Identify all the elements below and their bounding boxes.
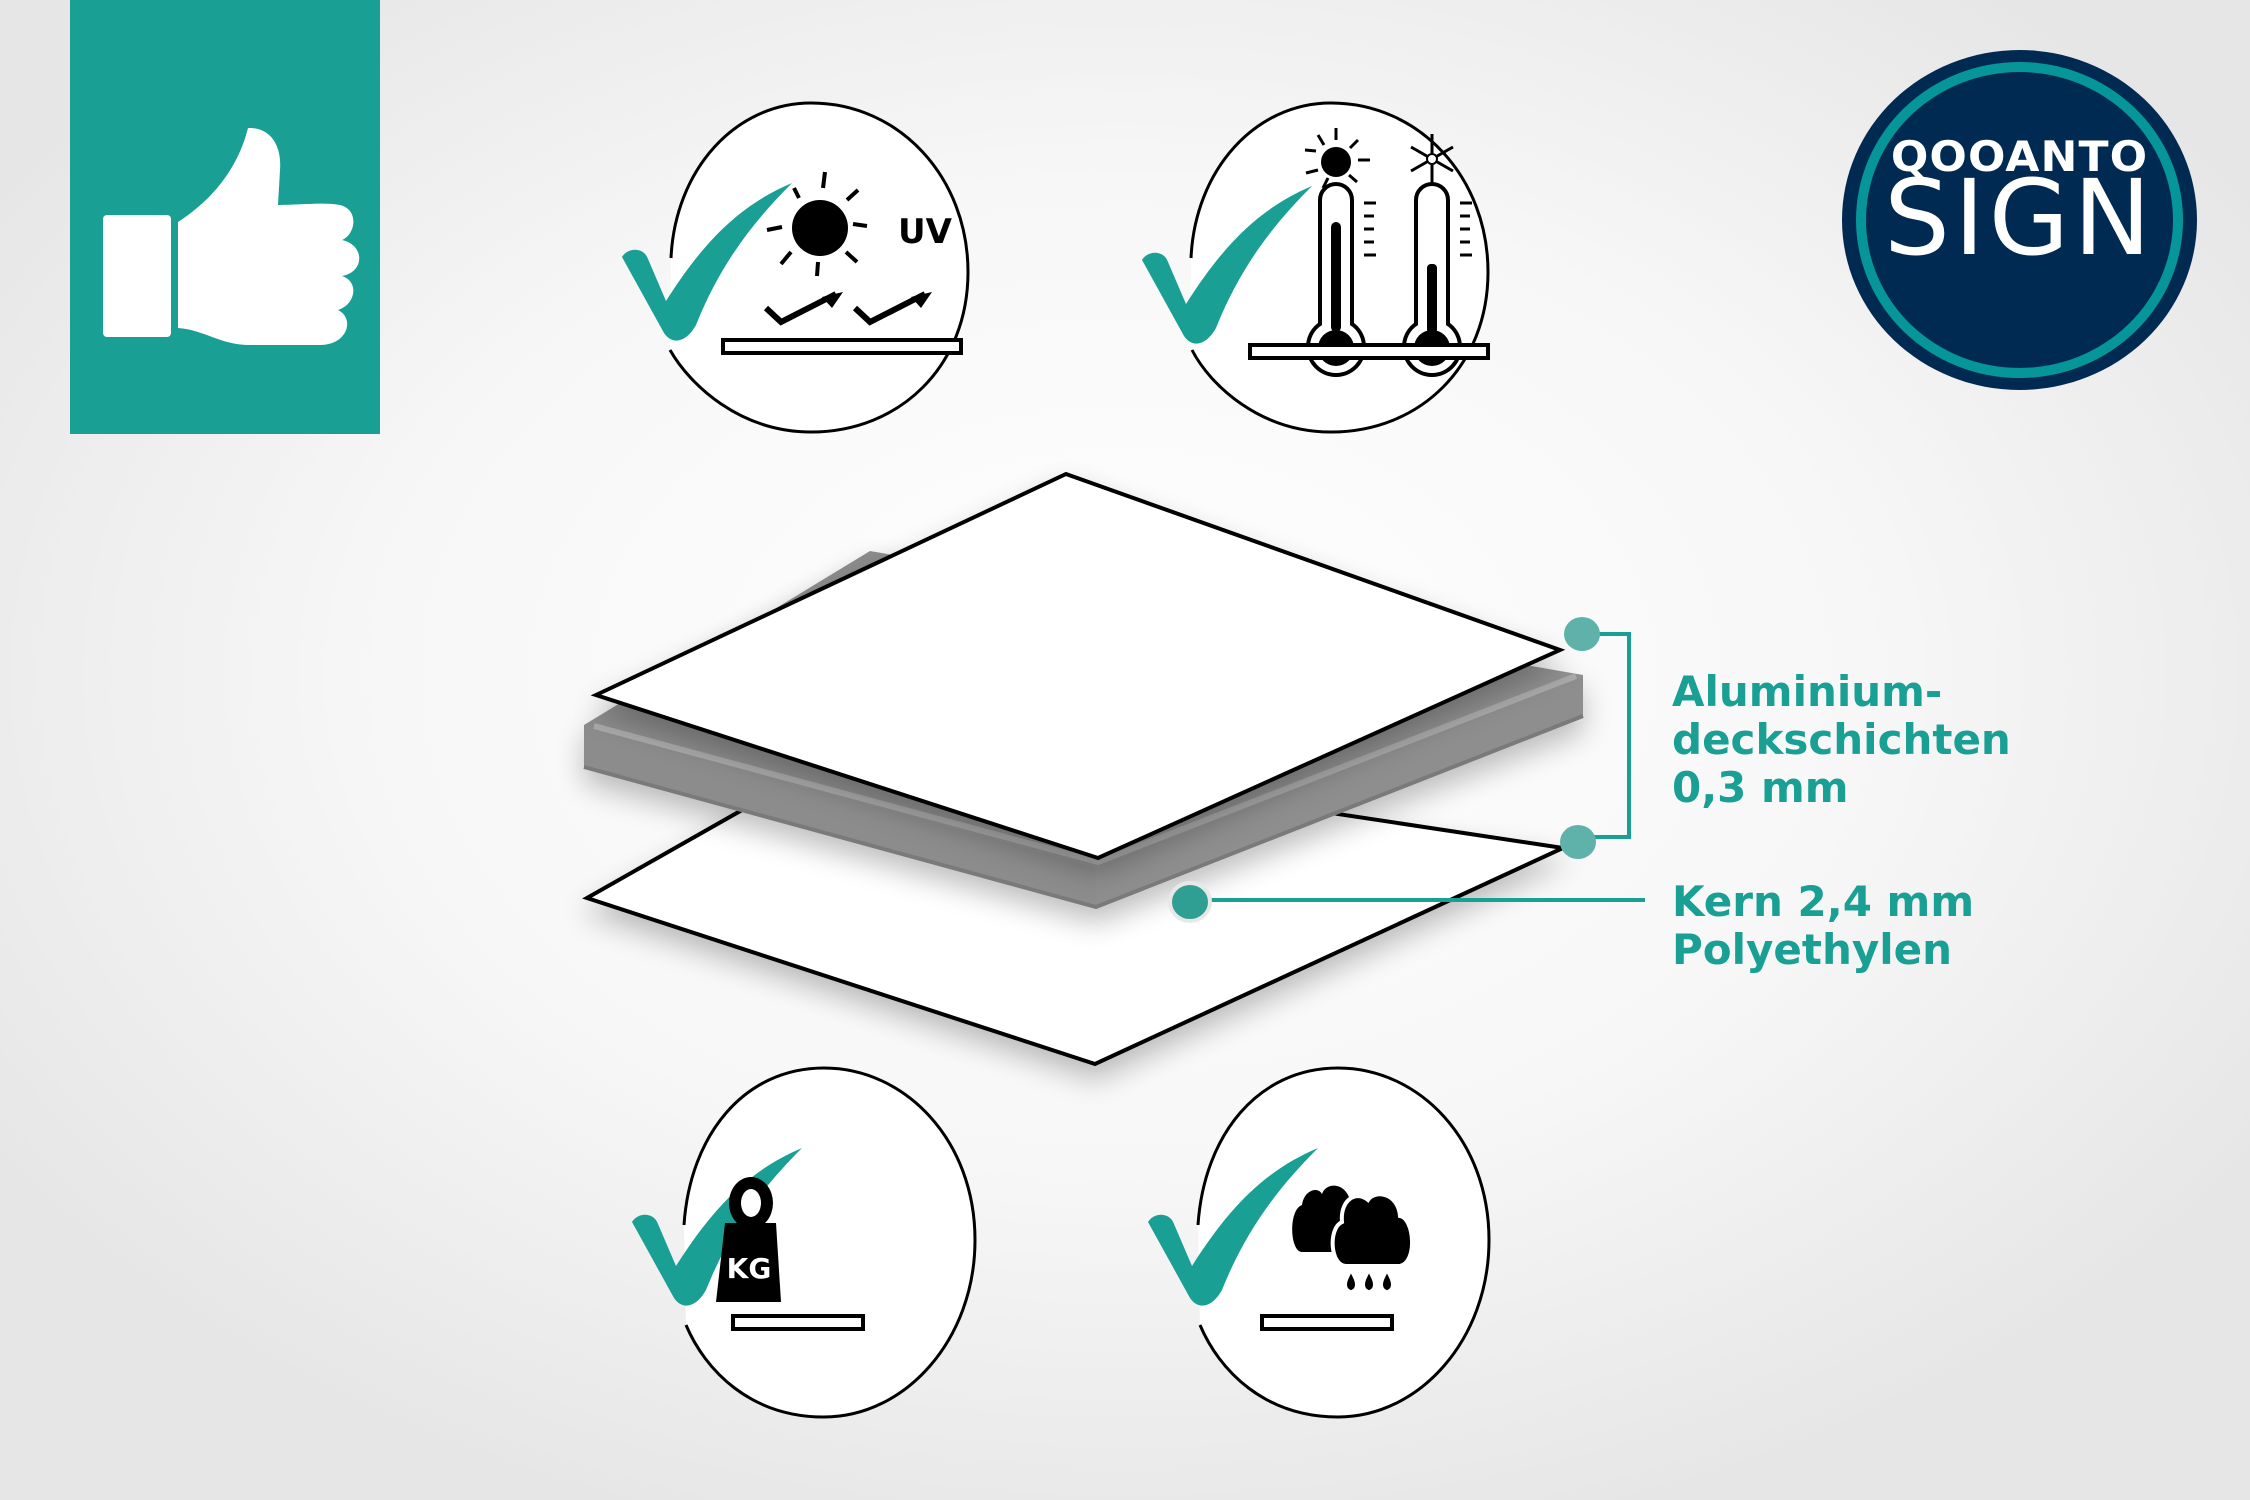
aluminium-label-line2: deckschichten [1672, 715, 2011, 764]
uv-text: UV [898, 212, 953, 252]
top-aluminium-sheet [590, 471, 1566, 861]
aluminium-layer-label: Aluminium- deckschichten 0,3 mm [1672, 668, 2011, 812]
aluminium-label-line1: Aluminium- [1672, 667, 1943, 716]
thumbs-up-icon [103, 128, 360, 345]
checkmark-icon [1142, 186, 1312, 344]
logo-ring [1856, 62, 2183, 378]
feature-weight: KG [632, 1066, 977, 1419]
core-layer-label: Kern 2,4 mm Polyethylen [1672, 878, 1974, 974]
kg-text: KG [727, 1252, 772, 1285]
composite-panel-diagram [582, 471, 1645, 1067]
checkmark-icon [1148, 1148, 1318, 1306]
qooanto-sign-logo: QOOANTO SIGN [1842, 50, 2197, 390]
feature-weather [1148, 1066, 1491, 1419]
core-label-line1: Kern 2,4 mm [1672, 877, 1975, 926]
rain-cloud-icon [1260, 1185, 1415, 1331]
logo-text-qooanto: QOOANTO [1890, 132, 2149, 181]
sun-uv-icon: UV [721, 171, 963, 355]
thumbs-up-badge [70, 0, 380, 434]
connector-dot-bottom [1560, 825, 1596, 859]
connector-dot-top [1564, 617, 1600, 651]
checkmark-icon [622, 183, 792, 341]
kg-weight-icon: KG [716, 1177, 865, 1331]
connector-dot-core [1168, 881, 1212, 923]
feature-uv: UV [622, 101, 970, 434]
aluminium-label-line3: 0,3 mm [1672, 763, 1849, 812]
core-label-line2: Polyethylen [1672, 925, 1953, 974]
layer-connectors [1168, 617, 1645, 923]
feature-temperature [1142, 101, 1490, 434]
thermometer-hot-cold-icon [1248, 128, 1490, 377]
logo-text-sign: SIGN [1883, 157, 2156, 279]
